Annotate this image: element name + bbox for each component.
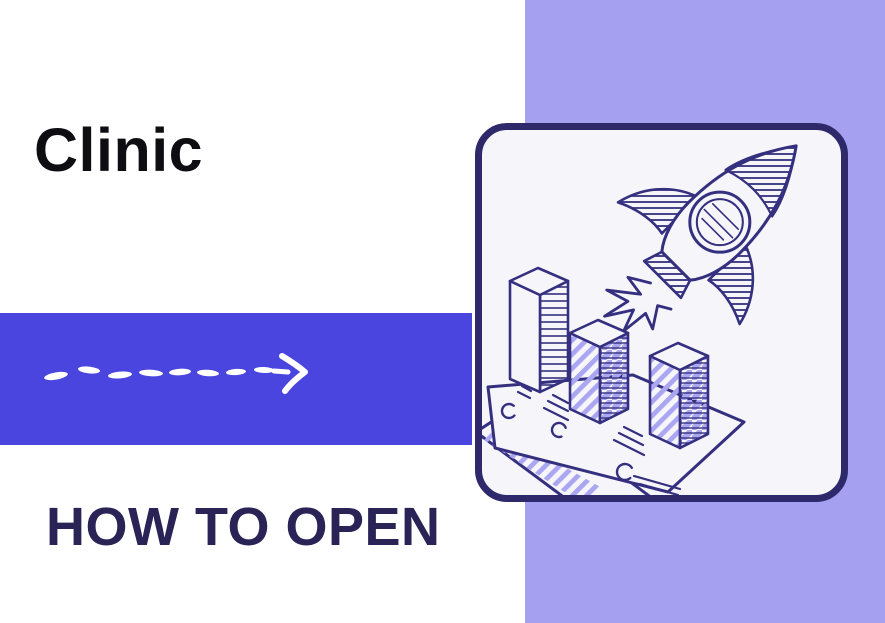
rocket-nose-cone <box>724 144 798 218</box>
rocket-fin-left <box>616 187 699 235</box>
dashed-arrow-right-icon <box>44 353 308 394</box>
rocket-flame <box>603 275 673 333</box>
speed-lines <box>516 384 682 495</box>
rocket-porthole <box>688 190 752 254</box>
rocket <box>603 144 798 333</box>
brand-title: Clinic <box>34 116 204 184</box>
bar-short <box>648 341 710 450</box>
illustration-card <box>475 123 848 502</box>
bar-medium <box>568 318 630 425</box>
rocket-engine <box>642 250 692 300</box>
platform-doodles <box>500 384 682 495</box>
main-heading: HOW TO OPEN <box>46 497 441 557</box>
arrow-dashes <box>44 366 274 381</box>
rocket-fin-right <box>707 243 755 326</box>
arrow-head <box>271 353 308 394</box>
bar-tall <box>508 266 570 394</box>
bar-chart-bars <box>508 266 710 450</box>
rocket-bar-chart-illustration <box>482 144 798 495</box>
accent-band <box>0 313 472 445</box>
